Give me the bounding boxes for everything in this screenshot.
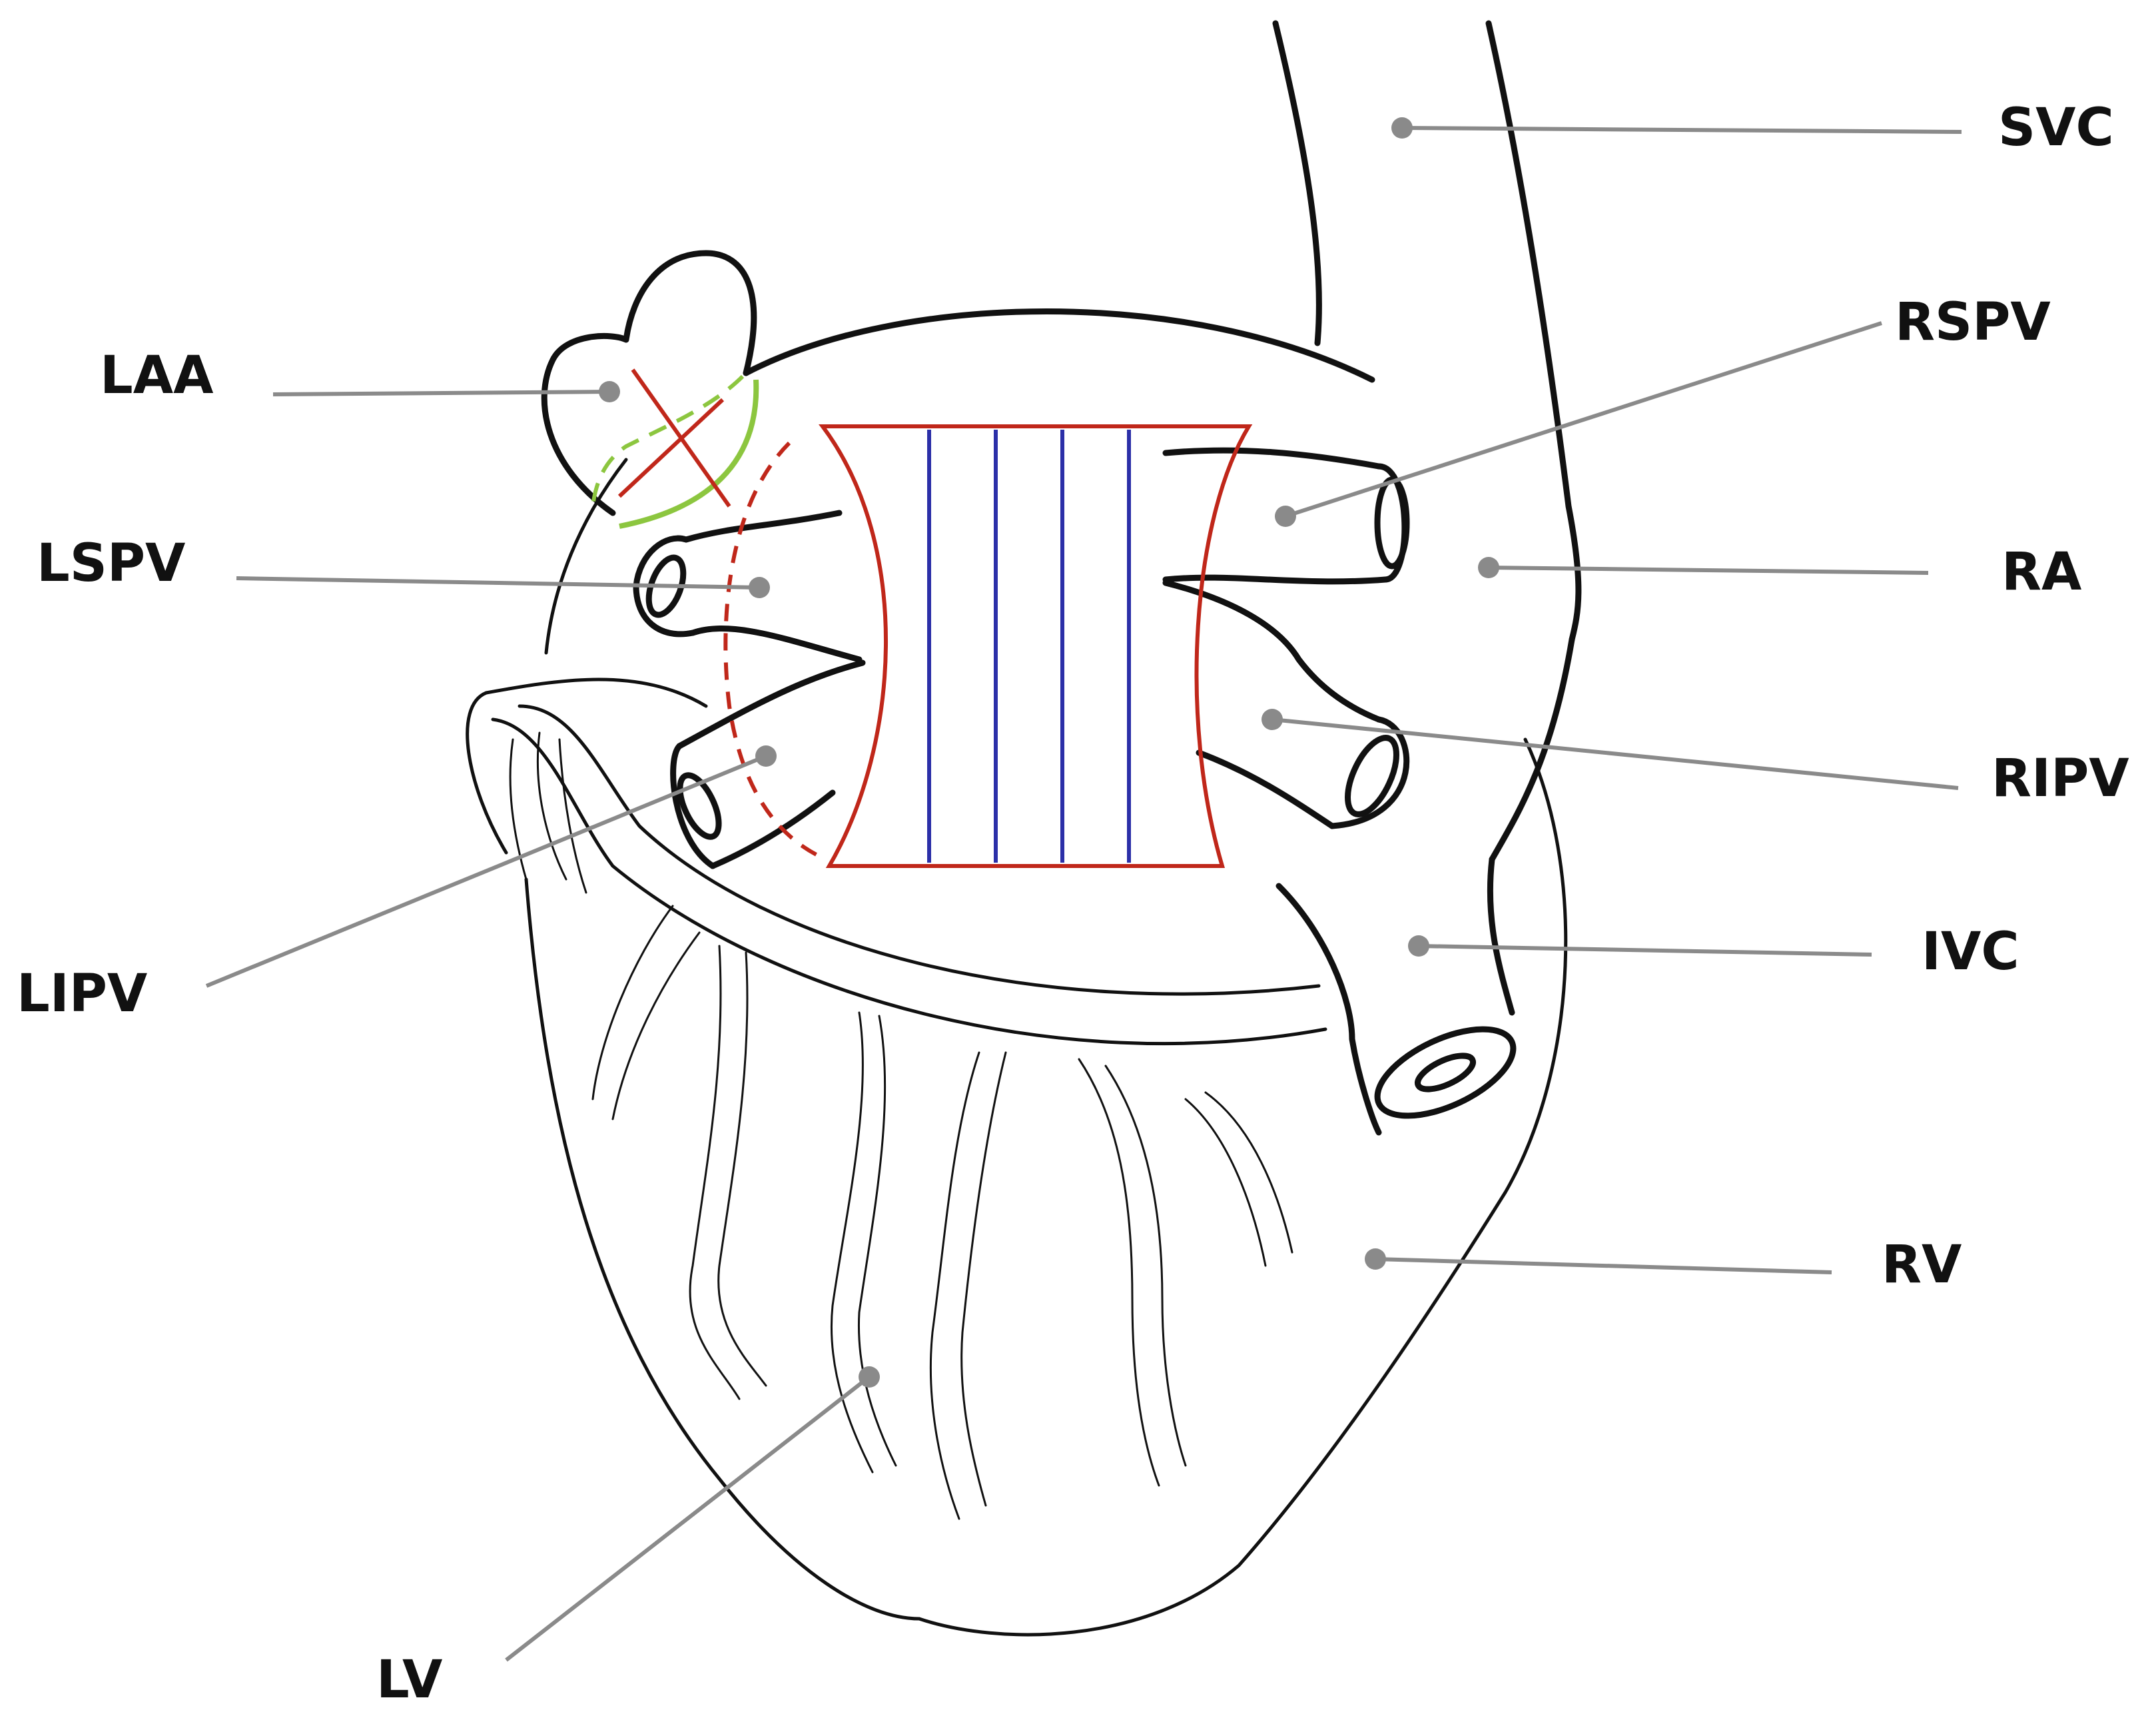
label-rspv: RSPV [1895, 292, 2051, 352]
svc-vessel [1272, 20, 1582, 643]
label-lv: LV [376, 1650, 442, 1710]
label-rv: RV [1882, 1235, 1962, 1295]
posterior-wall-ablation-box [819, 424, 1253, 868]
left-atrial-appendage [541, 250, 757, 516]
ivc-vessel [1275, 856, 1517, 1136]
label-ra: RA [2001, 542, 2081, 602]
label-lspv: LSPV [37, 534, 185, 594]
label-ripv: RIPV [1991, 749, 2129, 809]
label-ivc: IVC [1922, 922, 2019, 982]
label-svc: SVC [1998, 98, 2114, 158]
coronary-vessels [591, 905, 1293, 1520]
label-laa: LAA [100, 346, 213, 406]
left-pv-isolation-line [723, 441, 827, 861]
callouts [205, 117, 1962, 1662]
label-lipv: LIPV [17, 964, 147, 1024]
laa-exclusion-markings [591, 368, 759, 529]
heart-outline [466, 308, 1575, 1637]
